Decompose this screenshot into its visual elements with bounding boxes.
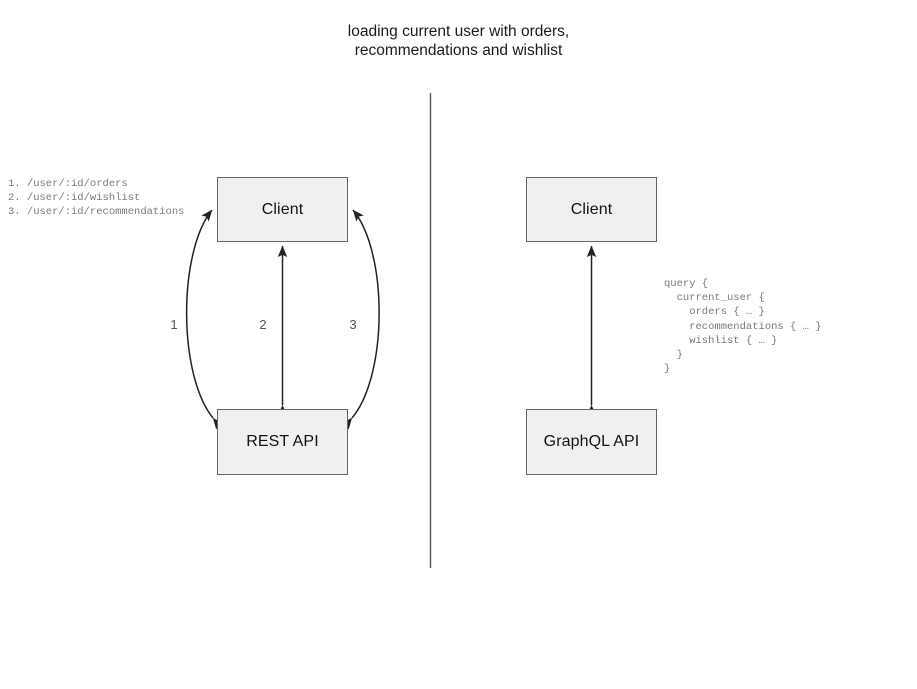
node-client-rest[interactable]: Client	[217, 177, 348, 242]
graphql-query-block: query { current_user { orders { … } reco…	[664, 278, 822, 376]
node-rest-api[interactable]: REST API	[217, 409, 348, 475]
edge-3-arrow	[341, 209, 380, 430]
edge-1-arrow	[185, 209, 224, 430]
rest-endpoints-list: 1. /user/:id/orders 2. /user/:id/wishlis…	[8, 178, 185, 219]
diagram-title: loading current user with orders, recomm…	[347, 23, 570, 59]
edge-label-2: 2	[259, 317, 267, 332]
node-graphql-api[interactable]: GraphQL API	[526, 409, 657, 475]
edge-label-3: 3	[349, 317, 357, 332]
node-client-graphql[interactable]: Client	[526, 177, 657, 242]
edge-label-1: 1	[170, 317, 178, 332]
